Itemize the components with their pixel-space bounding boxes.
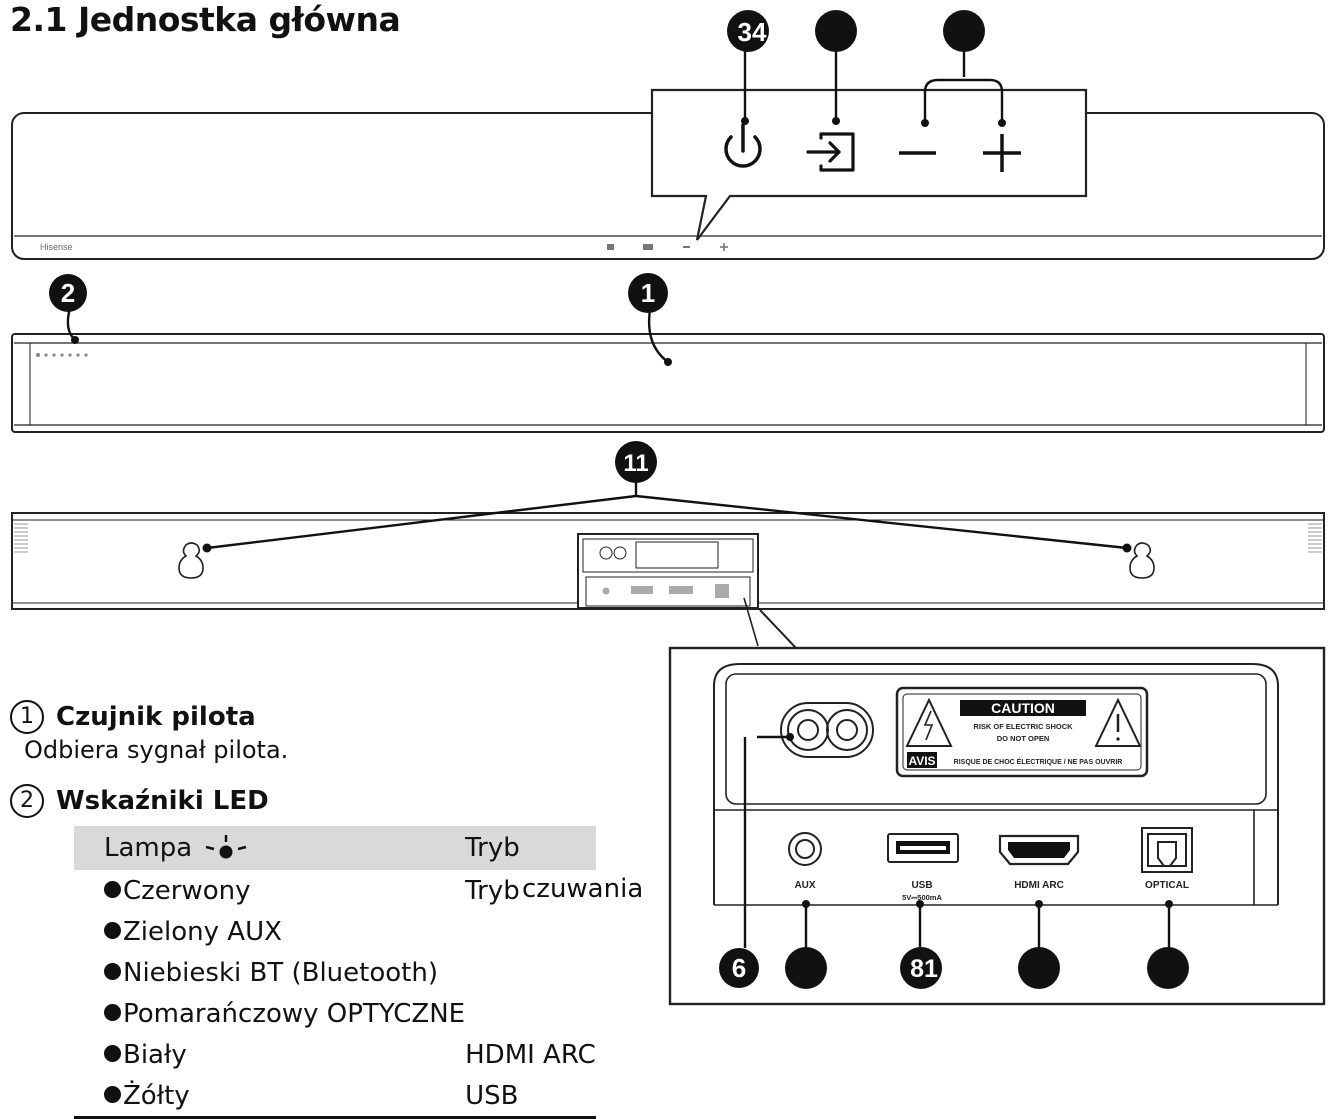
callout-panel-6	[719, 948, 759, 988]
led-mode-overflow: czuwania	[522, 874, 644, 904]
callout-panel-6-num: 6	[732, 953, 746, 983]
description-number: 1	[10, 700, 44, 734]
description-item-2: 2 Wskaźniki LED	[10, 784, 288, 868]
callout-top-volume	[943, 10, 985, 52]
led-mode	[465, 911, 596, 952]
led-mode	[465, 993, 596, 1034]
volume-up-icon	[983, 134, 1021, 172]
avis-text: RISQUE DE CHOC ÉLECTRIQUE / NE PAS OUVRI…	[954, 757, 1123, 766]
table-row: Żółty USB	[74, 1075, 596, 1119]
description-list: 1 Czujnik pilota Odbiera sygnał pilota. …	[10, 700, 288, 868]
port-label-usb: USB	[911, 880, 932, 891]
led-dot-icon	[104, 921, 121, 939]
led-table: Lampa Tryb Czerwony Tryb Zielony AUX Nie…	[74, 826, 596, 1119]
source-input-icon	[806, 132, 855, 172]
led-lamp: Czerwony	[123, 875, 251, 906]
description-title: Czujnik pilota	[56, 702, 256, 732]
port-label-aux: AUX	[794, 880, 815, 891]
led-lamp: Pomarańczowy OPTYCZNE	[123, 998, 466, 1029]
description-text: Odbiera sygnał pilota.	[24, 736, 289, 764]
callout-panel-81-num: 81	[910, 955, 938, 983]
avis-label: AVIS	[908, 754, 935, 768]
led-lamp: Żółty	[123, 1080, 190, 1111]
wall-mount-hole-right	[1129, 542, 1155, 579]
rear-connector-bay	[577, 533, 759, 609]
callout-panel-aux	[785, 947, 827, 989]
rear-right-grille	[1308, 523, 1322, 553]
callout-front-led-num: 2	[61, 278, 75, 308]
front-led-indicators	[36, 353, 88, 357]
lamp-icon	[206, 835, 247, 859]
led-dot-icon	[104, 880, 121, 898]
table-row: Biały HDMI ARC	[74, 1034, 596, 1075]
speaker-terminal-connector	[780, 702, 874, 758]
page-title: 2.1 Jednostka główna	[10, 0, 401, 39]
table-row: Pomarańczowy OPTYCZNE	[74, 993, 596, 1034]
callout-rear-mount-num: 11	[623, 450, 648, 477]
callout-top-source	[815, 10, 857, 52]
callout-top-power	[727, 10, 769, 52]
table-row: Niebieski BT (Bluetooth)	[74, 952, 596, 993]
callout-front-sensor-num: 1	[641, 278, 655, 308]
wall-mount-hole-left	[178, 542, 204, 579]
led-table-header: Lampa Tryb	[74, 826, 596, 870]
callout-front-sensor	[628, 273, 668, 313]
led-dot-icon	[104, 1044, 121, 1062]
description-item-1: 1 Czujnik pilota Odbiera sygnał pilota.	[10, 700, 288, 784]
led-mode	[465, 952, 596, 993]
table-row: Czerwony Tryb	[74, 870, 596, 911]
led-header-mode: Tryb	[465, 826, 596, 870]
led-dot-icon	[104, 962, 121, 980]
hdmi-port-icon	[998, 834, 1080, 866]
led-mode: USB	[465, 1075, 596, 1119]
front-view-body	[11, 333, 1325, 433]
led-dot-icon	[104, 1085, 121, 1103]
callout-top-power-num: 34	[738, 17, 767, 47]
callout-rear-mount	[615, 441, 657, 483]
description-number: 2	[10, 784, 44, 818]
led-lamp: Niebieski BT (Bluetooth)	[123, 957, 438, 988]
port-label-usb-rating: 5V⎓500mA	[902, 893, 942, 902]
callout-panel-81	[900, 947, 942, 989]
description-title: Wskaźniki LED	[56, 786, 269, 816]
caution-line2: DO NOT OPEN	[997, 734, 1050, 743]
caution-title: CAUTION	[991, 700, 1055, 716]
top-mini-power-button	[607, 244, 614, 250]
button-zoom-box	[650, 88, 1088, 241]
top-mini-vol-up	[720, 243, 728, 251]
table-row: Zielony AUX	[74, 911, 596, 952]
led-header-lamp: Lampa	[74, 826, 466, 870]
top-mini-source-button	[643, 244, 653, 250]
aux-port-icon	[788, 832, 822, 866]
power-icon	[724, 123, 762, 168]
led-lamp: Biały	[123, 1039, 187, 1070]
led-mode: HDMI ARC	[465, 1039, 596, 1070]
callout-panel-hdmi	[1018, 947, 1060, 989]
led-dot-icon	[104, 1003, 121, 1021]
optical-port-icon	[1141, 827, 1193, 873]
port-label-hdmi: HDMI ARC	[1014, 880, 1064, 891]
brand-label: Hisense	[40, 242, 73, 252]
usb-port-icon	[887, 833, 959, 863]
callout-front-led	[49, 274, 87, 312]
led-lamp: Zielony AUX	[123, 916, 282, 947]
callout-panel-optical	[1147, 947, 1189, 989]
caution-label	[895, 686, 1149, 778]
led-header-lamp-label: Lampa	[104, 832, 193, 863]
led-mode: Tryb	[465, 875, 520, 906]
caution-line1: RISK OF ELECTRIC SHOCK	[973, 722, 1073, 731]
port-label-optical: OPTICAL	[1145, 880, 1189, 891]
rear-left-grille	[14, 523, 28, 553]
